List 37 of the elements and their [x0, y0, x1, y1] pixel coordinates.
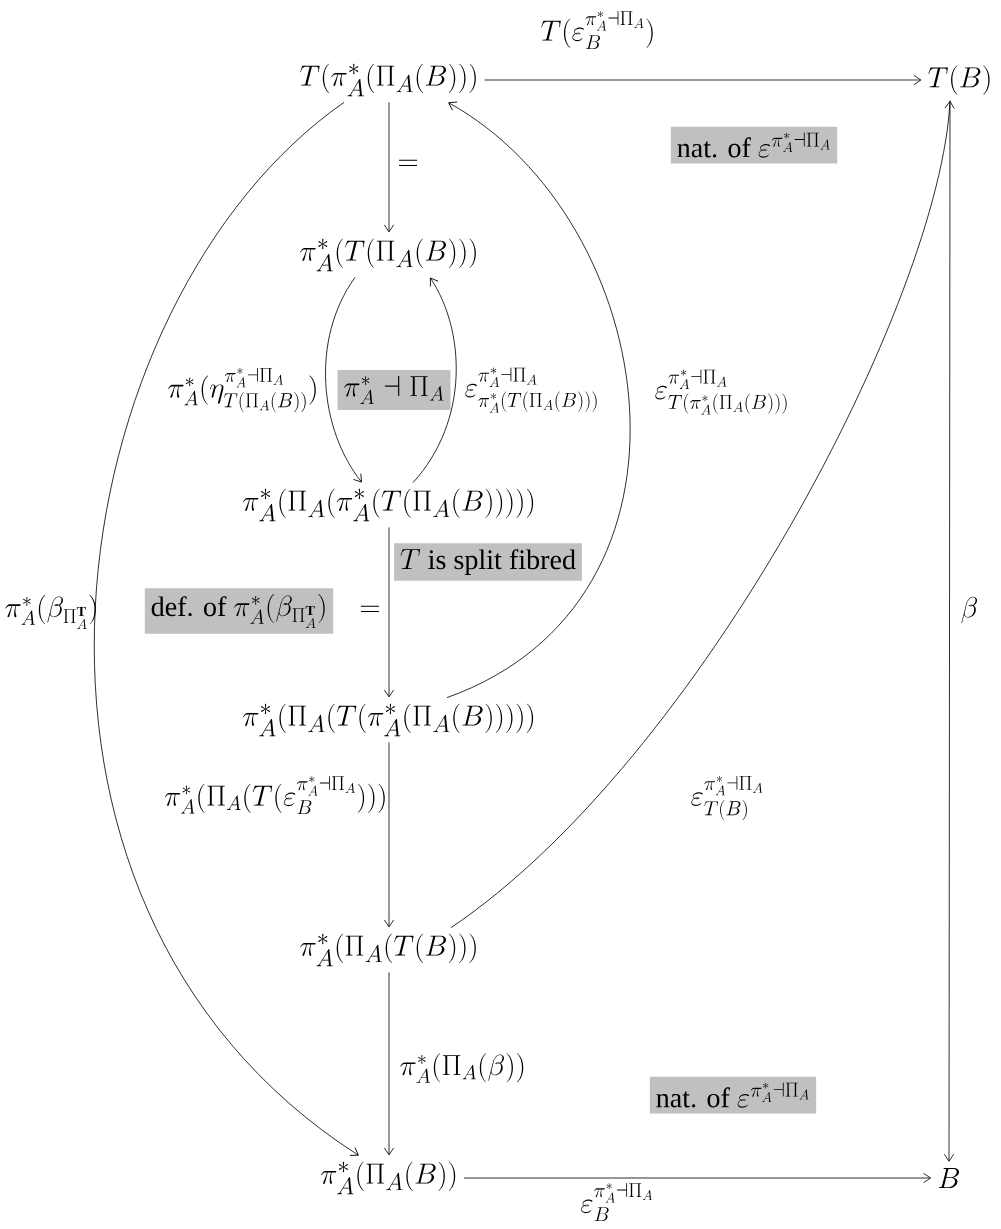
arrow — [383, 101, 395, 233]
edge-label: $\varepsilon^{\pi_A^*\dashv\Pi_A}_{T(\pi_A^*(\Pi_A(B)))}$ — [655, 369, 787, 415]
note-box: $\text{nat. of }\varepsilon^{\pi_A^*\dashv\Pi_A}$ — [670, 126, 838, 164]
note-box: $\text{nat. of }\varepsilon^{\pi_A^*\dashv\Pi_A}$ — [649, 1076, 817, 1114]
arrow — [94, 101, 359, 1156]
arrow — [943, 100, 955, 1162]
object-label: $\pi_A^*(\Pi_A(\pi_A^*(T(\Pi_A(B)))))$ — [243, 488, 534, 522]
object-label: $T(\pi_A^*(\Pi_A(B)))$ — [300, 63, 476, 97]
arrow — [450, 100, 955, 929]
edge-label: $\pi_A^*(\Pi_A(T(\varepsilon_B^{\pi_A^*\dashv\Pi_A})))$ — [164, 776, 385, 815]
arrow — [325, 276, 362, 483]
arrow — [446, 101, 630, 699]
arrow — [383, 742, 395, 928]
edge-label: $\varepsilon_B^{\pi_A^*\dashv\Pi_A}$ — [581, 1183, 653, 1222]
object-label: $\pi_A^*(T(\Pi_A(B)))$ — [300, 238, 476, 272]
arrow — [412, 277, 457, 484]
arrow — [484, 74, 922, 86]
edge-label: $\varepsilon^{\pi_A^*\dashv\Pi_A}_{T(B)}$ — [691, 775, 763, 821]
arrow — [463, 1172, 931, 1184]
object-label: $\pi_A^*(\Pi_A(T(B)))$ — [300, 933, 476, 967]
arrow — [383, 972, 395, 1156]
arrow — [383, 527, 395, 698]
edge-label: $\pi_A^*(\beta_{\Pi_A^{\mathbf{T}}})$ — [5, 595, 96, 629]
edge-label: $\pi_A^*(\Pi_A(\beta))$ — [400, 1053, 524, 1083]
edge-label: $\pi_A^*(\eta^{\pi_A^*\dashv\Pi_A}_{T(\Pi_A(B))})$ — [168, 367, 316, 413]
note-box: $\pi_A^*\dashv\Pi_A$ — [337, 370, 451, 410]
note-box: $T\text{ is split fibred}$ — [394, 543, 582, 581]
object-label: $\pi_A^*(\Pi_A(B))$ — [320, 1161, 456, 1195]
edge-label: $=$ — [398, 159, 418, 166]
edge-label: $T(\varepsilon_B^{\pi_A^*\dashv\Pi_A})$ — [541, 11, 653, 50]
note-box: $\text{def. of }\pi_A^*(\beta_{\Pi_A^{\mathbf{T}}})$ — [144, 588, 334, 634]
edge-label: $\varepsilon^{\pi_A^*\dashv\Pi_A}_{\pi_A^*(T(\Pi_A(B)))}$ — [465, 367, 597, 413]
edge-label: $\beta$ — [961, 596, 978, 623]
object-label: $T(B)$ — [928, 65, 990, 95]
object-label: $B$ — [938, 1168, 960, 1188]
edge-label: $=$ — [360, 605, 380, 612]
object-label: $\pi_A^*(\Pi_A(T(\pi_A^*(\Pi_A(B)))))$ — [243, 703, 534, 737]
